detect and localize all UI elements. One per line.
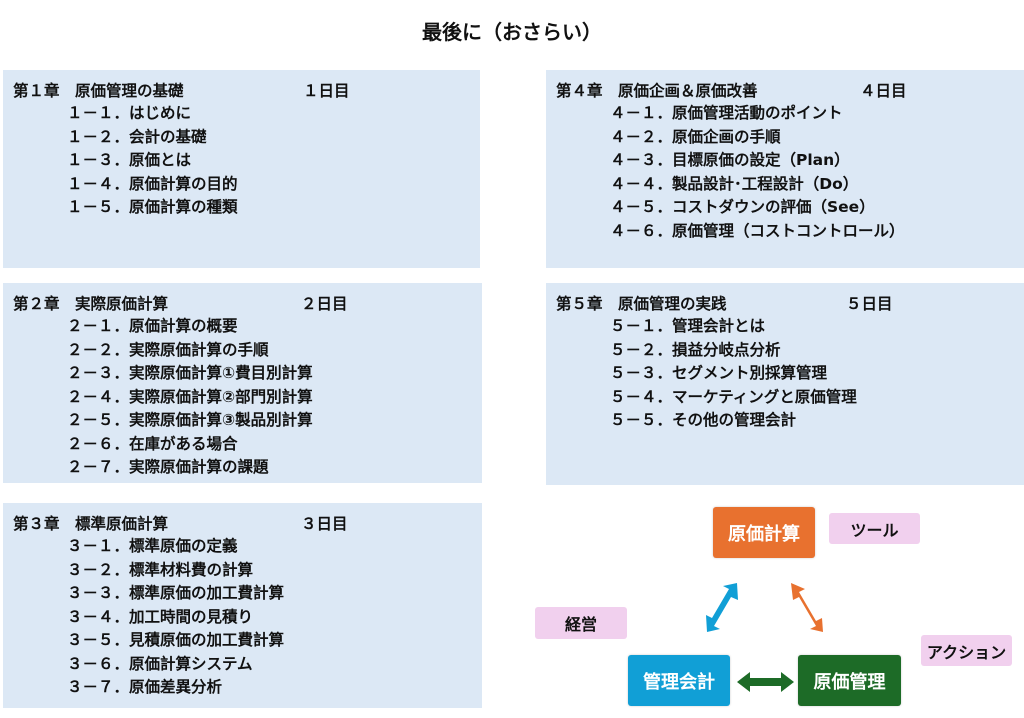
- section-list: ５－１．管理会計とは ５－２．損益分岐点分析 ５－３．セグメント別採算管理 ５－…: [610, 315, 857, 433]
- section-item: １－４．原価計算の目的: [67, 174, 238, 193]
- double-arrow-icon: [737, 672, 794, 692]
- double-arrow-icon: [791, 583, 823, 632]
- section-item: ３－６．原価計算システム: [67, 654, 253, 673]
- section-item: ２－１．原価計算の概要: [67, 317, 238, 335]
- chapter-heading: 第３章 標準原価計算: [13, 515, 169, 533]
- slide-title: 最後に（おさらい）: [422, 20, 602, 44]
- chapter-heading: 第１章 原価管理の基礎: [13, 82, 184, 100]
- double-arrow-icon: [706, 583, 738, 632]
- section-item: ４－１．原価管理活動のポイント: [610, 104, 843, 122]
- section-item: ３－４．加工時間の見積り: [67, 607, 254, 626]
- section-item: １－５．原価計算の種類: [67, 198, 238, 216]
- chapter-3-box: 第３章 標準原価計算 ３日目 ３－１．標準原価の定義 ３－２．標準材料費の計算 …: [3, 503, 482, 708]
- chapter-5-box: 第５章 原価管理の実践 ５日目 ５－１．管理会計とは ５－２．損益分岐点分析 ５…: [546, 283, 1024, 485]
- section-list: ４－１．原価管理活動のポイント ４－２．原価企画の手順 ４－３．目標原価の設定（…: [610, 102, 905, 243]
- chapter-day: ５日目: [846, 295, 893, 313]
- section-item: ４－５．コストダウンの評価（See）: [610, 198, 875, 216]
- section-item: ５－３．セグメント別採算管理: [610, 364, 828, 382]
- chapter-1-box: 第１章 原価管理の基礎 １日目 １－１．はじめに １－２．会計の基礎 １－３．原…: [3, 70, 480, 268]
- chapter-day: ２日目: [301, 295, 348, 313]
- section-item: ３－２．標準材料費の計算: [67, 560, 254, 579]
- section-item: ２－２．実際原価計算の手順: [67, 340, 269, 359]
- section-item: ３－１．標準原価の定義: [67, 537, 238, 555]
- section-item: ５－２．損益分岐点分析: [610, 340, 781, 359]
- section-item: ５－４．マーケティングと原価管理: [610, 387, 857, 406]
- section-item: ３－７．原価差異分析: [67, 678, 223, 696]
- section-item: ２－３．実際原価計算①費目別計算: [67, 364, 313, 382]
- node-management-accounting: 管理会計: [628, 655, 730, 706]
- section-item: ２－７．実際原価計算の課題: [67, 458, 269, 476]
- section-item: ２－６．在庫がある場合: [67, 434, 238, 453]
- chapter-day: ４日目: [860, 82, 907, 100]
- chapter-day: ３日目: [301, 515, 348, 533]
- section-item: １－３．原価とは: [67, 151, 192, 169]
- section-list: ２－１．原価計算の概要 ２－２．実際原価計算の手順 ２－３．実際原価計算①費目別…: [67, 315, 313, 480]
- section-item: ３－５．見積原価の加工費計算: [67, 631, 285, 649]
- section-item: ３－３．標準原価の加工費計算: [67, 584, 285, 602]
- chapter-heading: 第５章 原価管理の実践: [556, 295, 727, 313]
- node-cost-management: 原価管理: [798, 655, 901, 706]
- section-list: １－１．はじめに １－２．会計の基礎 １－３．原価とは １－４．原価計算の目的 …: [67, 102, 238, 220]
- section-item: １－２．会計の基礎: [67, 127, 207, 146]
- tag-management: 経営: [535, 607, 627, 639]
- section-list: ３－１．標準原価の定義 ３－２．標準材料費の計算 ３－３．標準原価の加工費計算 …: [67, 535, 284, 700]
- tag-action: アクション: [921, 635, 1012, 666]
- section-item: ５－１．管理会計とは: [610, 317, 766, 335]
- section-item: １－１．はじめに: [67, 104, 192, 122]
- section-item: ４－４．製品設計･工程設計（Do）: [610, 174, 859, 193]
- section-item: ４－６．原価管理（コストコントロール）: [610, 221, 905, 240]
- node-cost-accounting: 原価計算: [713, 507, 815, 558]
- section-item: ４－２．原価企画の手順: [610, 127, 781, 146]
- section-item: ２－４．実際原価計算②部門別計算: [67, 387, 313, 406]
- chapter-heading: 第４章 原価企画＆原価改善: [556, 82, 758, 100]
- chapter-day: １日目: [303, 82, 350, 100]
- section-item: ２－５．実際原価計算③製品別計算: [67, 411, 313, 429]
- section-item: ５－５．その他の管理会計: [610, 411, 797, 429]
- chapter-heading: 第２章 実際原価計算: [13, 295, 169, 313]
- section-item: ４－３．目標原価の設定（Plan）: [610, 151, 850, 169]
- chapter-2-box: 第２章 実際原価計算 ２日目 ２－１．原価計算の概要 ２－２．実際原価計算の手順…: [3, 283, 482, 483]
- chapter-4-box: 第４章 原価企画＆原価改善 ４日目 ４－１．原価管理活動のポイント ４－２．原価…: [546, 70, 1024, 268]
- tag-tool: ツール: [829, 513, 920, 544]
